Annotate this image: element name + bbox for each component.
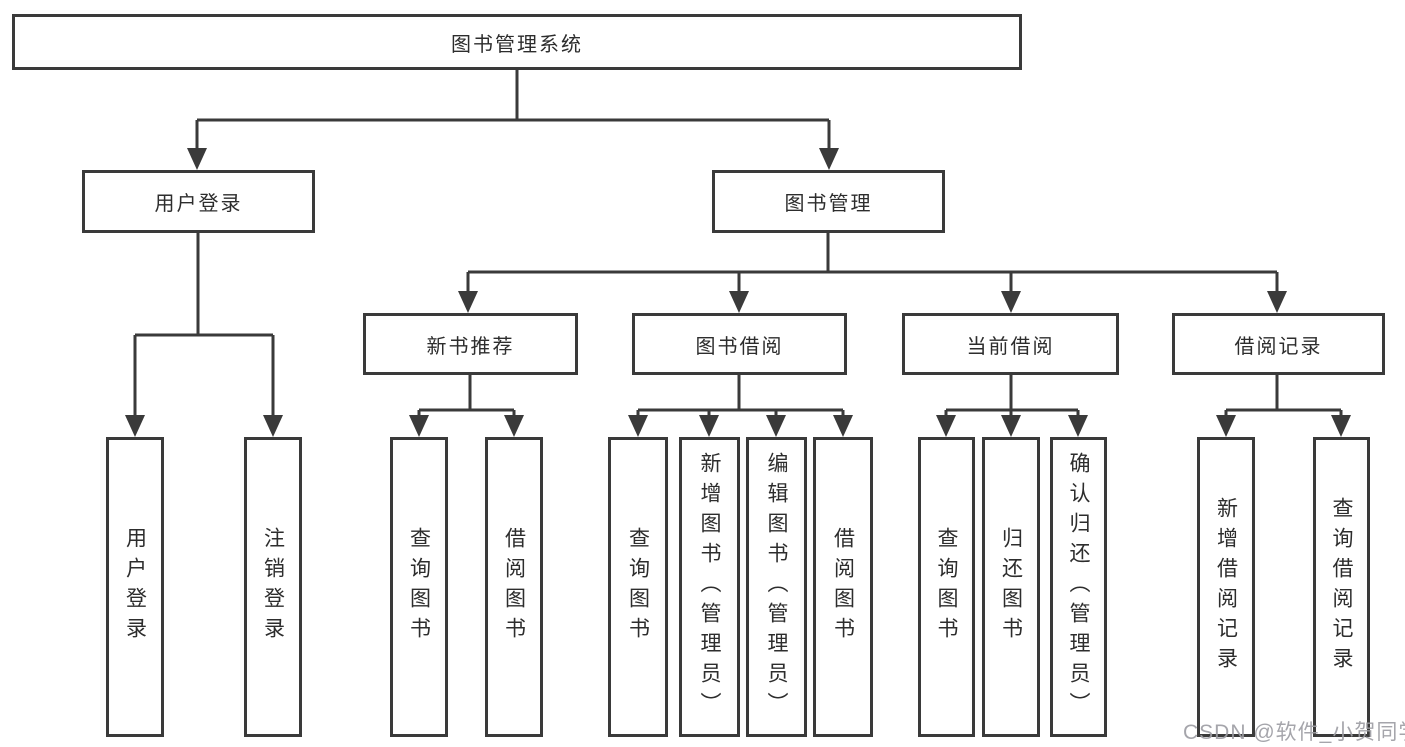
leaf-borrow-edit-book-admin: 编辑图书（管理员）	[746, 437, 807, 737]
leaf-borrow-query-book: 查询图书	[608, 437, 668, 737]
leaf-label: 归还图书	[999, 527, 1023, 647]
leaf-borrow-borrow-book: 借阅图书	[813, 437, 873, 737]
leaf-records-add-record: 新增借阅记录	[1197, 437, 1255, 737]
leaf-current-return-book: 归还图书	[982, 437, 1040, 737]
node-book-borrowing: 图书借阅	[632, 313, 847, 375]
leaf-borrow-add-book-admin: 新增图书（管理员）	[679, 437, 740, 737]
leaf-label: 用户登录	[123, 527, 147, 647]
leaf-current-confirm-return-admin: 确认归还（管理员）	[1050, 437, 1107, 737]
leaf-recommend-query-book: 查询图书	[390, 437, 448, 737]
node-user-login: 用户登录	[82, 170, 315, 233]
leaf-label: 借阅图书	[831, 527, 855, 647]
csdn-watermark: CSDN @软件_小贺同学	[1183, 721, 1405, 744]
leaf-label: 新增借阅记录	[1214, 497, 1238, 677]
node-book-management: 图书管理	[712, 170, 945, 233]
leaf-label: 注销登录	[261, 527, 285, 647]
leaf-label: 查询图书	[407, 527, 431, 647]
leaf-records-query-record: 查询借阅记录	[1313, 437, 1370, 737]
leaf-logout: 注销登录	[244, 437, 302, 737]
leaf-label: 查询借阅记录	[1330, 497, 1353, 677]
node-current-borrowing: 当前借阅	[902, 313, 1119, 375]
leaf-label: 查询图书	[935, 527, 958, 647]
leaf-current-query-book: 查询图书	[918, 437, 975, 737]
node-library-system: 图书管理系统	[12, 14, 1022, 70]
leaf-label: 查询图书	[626, 527, 650, 647]
leaf-user-login: 用户登录	[106, 437, 164, 737]
leaf-label: 借阅图书	[502, 527, 526, 647]
node-new-book-recommendation: 新书推荐	[363, 313, 578, 375]
leaf-label: 编辑图书（管理员）	[765, 452, 788, 722]
leaf-label: 新增图书（管理员）	[698, 452, 721, 722]
node-borrowing-records: 借阅记录	[1172, 313, 1385, 375]
leaf-recommend-borrow-book: 借阅图书	[485, 437, 543, 737]
leaf-label: 确认归还（管理员）	[1067, 452, 1090, 722]
